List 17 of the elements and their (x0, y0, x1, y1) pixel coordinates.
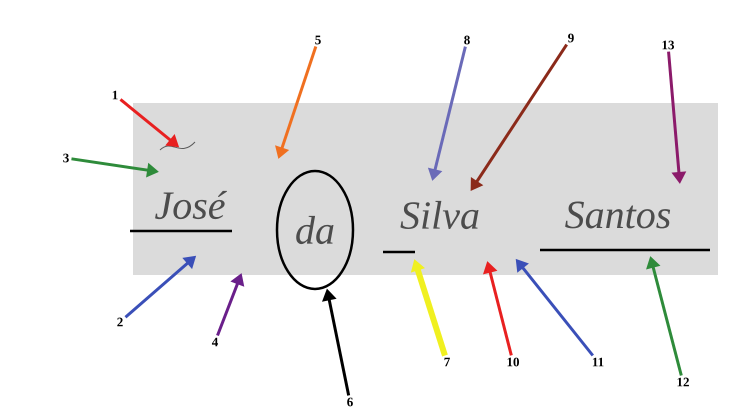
circled-word: da (276, 170, 354, 290)
callout-number: 7 (444, 358, 450, 366)
callout-number: 1 (112, 90, 118, 100)
callout-number: 4 (212, 338, 218, 346)
callout-number: 12 (678, 378, 689, 386)
callout-number: 2 (117, 318, 123, 326)
handwritten-word: José (155, 190, 227, 220)
callout-number: 9 (568, 34, 574, 42)
callout-number: 10 (508, 358, 519, 366)
callout-number: 11 (592, 358, 604, 366)
handwritten-word: Santos (565, 202, 670, 228)
callout-number: 8 (464, 36, 470, 44)
handwritten-word: Silva (400, 200, 478, 230)
callout-number: 13 (662, 40, 674, 50)
callout-number: 6 (347, 398, 353, 406)
callout-number: 5 (315, 36, 321, 44)
callout-number: 3 (63, 154, 69, 162)
